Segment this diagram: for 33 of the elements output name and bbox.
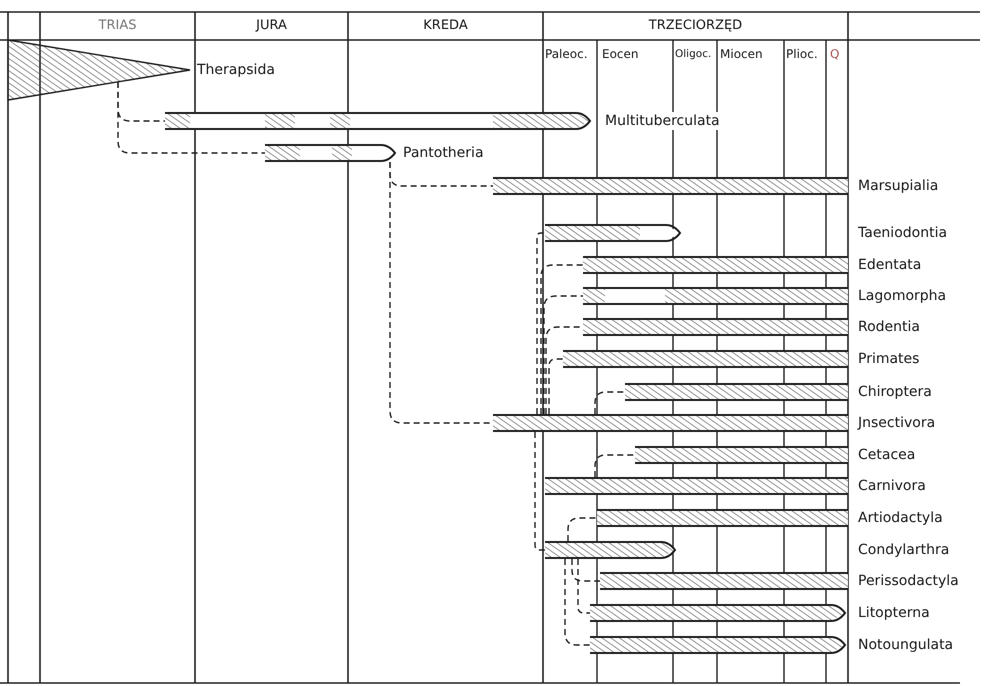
dashed-lineage-line xyxy=(567,517,597,541)
dashed-lineage-line xyxy=(577,559,590,614)
epoch-label: Q xyxy=(830,47,840,62)
taxon-label: Notoungulata xyxy=(858,636,954,654)
epoch-label: Paleoc. xyxy=(545,47,588,62)
dashed-lineage-line xyxy=(548,358,563,414)
taxon-label: Condylarthra xyxy=(858,541,950,559)
dashed-lineage-line xyxy=(117,82,265,154)
dashed-lineage-line xyxy=(540,264,583,414)
taxon-label: Marsupialia xyxy=(858,177,938,195)
dashed-lineage-line xyxy=(571,559,600,582)
period-label: TRIAS xyxy=(98,18,138,34)
dashed-lineage-line xyxy=(536,232,545,414)
epoch-label: Eocen xyxy=(602,47,639,62)
epoch-label: Plioc. xyxy=(786,47,818,62)
taxon-label: Artiodactyla xyxy=(858,509,943,527)
taxon-label: Therapsida xyxy=(197,61,275,79)
taxon-label: Chiroptera xyxy=(858,383,932,401)
taxon-label: Lagomorpha xyxy=(858,287,946,305)
taxon-label: Perissodactyla xyxy=(858,572,959,590)
taxon-label: Litopterna xyxy=(858,604,930,622)
dashed-lineage-line xyxy=(564,559,590,646)
epoch-label: Oligoc. xyxy=(675,47,712,62)
dashed-lineage-line xyxy=(594,391,625,414)
period-label: JURA xyxy=(254,18,288,34)
period-label: KREDA xyxy=(422,18,469,34)
period-label: TRZECIORZĘD xyxy=(648,18,744,34)
dashed-lineage-line xyxy=(543,295,583,414)
dashed-lineage-line xyxy=(594,454,635,477)
taxon-label: Jnsectivora xyxy=(858,414,936,432)
epoch-label: Miocen xyxy=(720,47,763,62)
taxon-label: Multituberculata xyxy=(605,112,720,130)
dashed-lineage-line xyxy=(534,432,545,551)
